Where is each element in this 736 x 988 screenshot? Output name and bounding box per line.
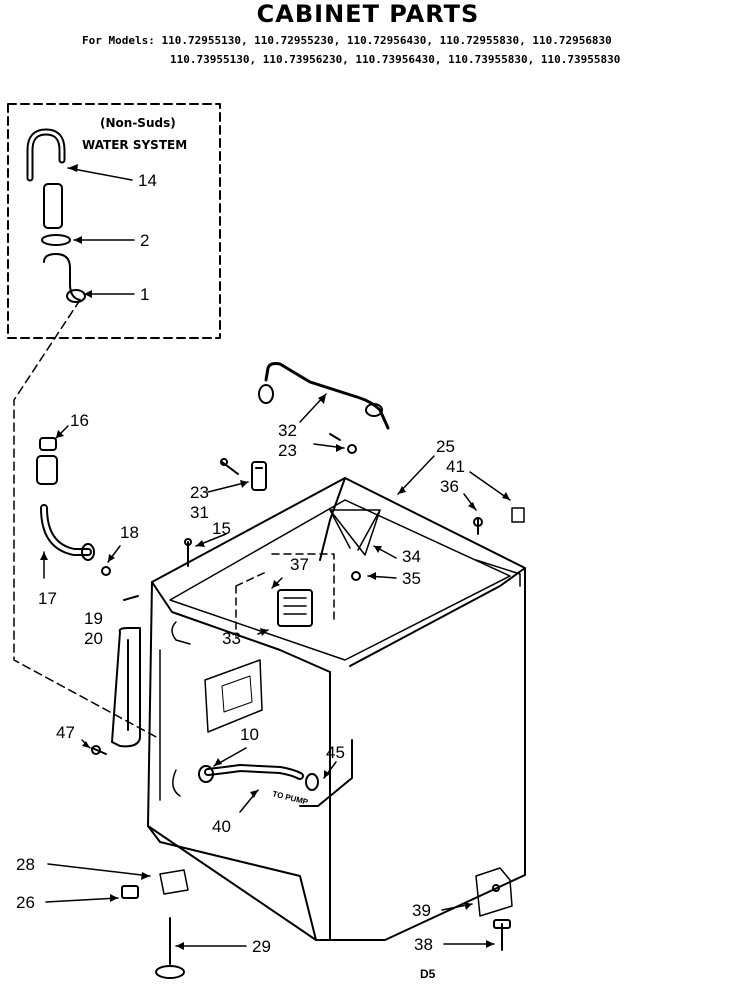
part-45-clamp [305,773,319,791]
part-35 [351,571,361,581]
callout-20: 20 [84,629,103,648]
part-23-top [347,444,357,454]
inset-box [7,103,221,339]
callout-26: 26 [16,893,35,912]
callout-16: 16 [70,411,89,430]
part-1-elbow [43,253,81,301]
model-list-line-2: 110.73955130, 110.73956230, 110.73956430… [170,53,621,66]
part-23-screw [221,461,239,475]
inset-label-line-2: WATER SYSTEM [82,138,188,152]
part-19 [123,595,139,601]
callout-45: 45 [326,743,345,762]
part-14-hook [26,128,66,182]
part-32-harness [264,362,390,430]
callout-33: 33 [222,629,241,648]
dashed-connection [13,299,159,739]
model-list-line-1: For Models: 110.72955130, 110.72955230, … [82,34,612,47]
cabinet-cutout [204,659,263,733]
part-16-cap [39,437,57,451]
part-17-hose [40,504,92,556]
inset-label-line-1: (Non-Suds) [100,116,176,130]
callout-47: 47 [56,723,75,742]
callout-2: 2 [140,231,150,250]
callout-35: 35 [402,569,421,588]
page-code: D5 [420,967,436,981]
part-28-bracket [159,869,189,895]
callout-10: 10 [240,725,259,744]
callout-36: 36 [440,477,459,496]
part-34-frame [329,509,381,556]
callout-31: 31 [190,503,209,522]
callout-38: 38 [414,935,433,954]
callout-28: 28 [16,855,35,874]
part-31-switch [251,461,267,491]
callout-18: 18 [120,523,139,542]
part-37-dashed-box [235,553,335,637]
cabinet-front-edge [319,477,346,561]
callout-23-left: 23 [190,483,209,502]
part-41-clip [511,507,525,523]
arrowheads [40,164,510,950]
callout-39: 39 [412,901,431,920]
callout-1: 1 [140,285,150,304]
part-25-rail [475,559,521,587]
part-16-body [36,455,58,485]
callout-41: 41 [446,457,465,476]
part-2-clamp [41,234,71,246]
part-valve [171,621,191,645]
part-20-bracket [111,627,141,748]
cabinet-outline [147,477,526,941]
part-14-tube [43,183,63,229]
hose-label: TO PUMP [272,789,310,807]
leader-lines [43,167,511,947]
part-26-clip [121,885,139,899]
callout-34: 34 [402,547,421,566]
callout-32: 32 [278,421,297,440]
callout-29: 29 [252,937,271,956]
part-29-foot [155,965,185,979]
callout-25: 25 [436,437,455,456]
page-title: CABINET PARTS [256,0,480,28]
callout-40: 40 [212,817,231,836]
callout-23-top: 23 [278,441,297,460]
part-18 [101,566,111,576]
part-39-bracket [475,867,513,917]
callout-17: 17 [38,589,57,608]
callout-19: 19 [84,609,103,628]
part-10-clamp [198,765,214,783]
callout-37: 37 [290,555,309,574]
part-37-module [277,589,313,627]
callout-14: 14 [138,171,157,190]
callout-15: 15 [212,519,231,538]
